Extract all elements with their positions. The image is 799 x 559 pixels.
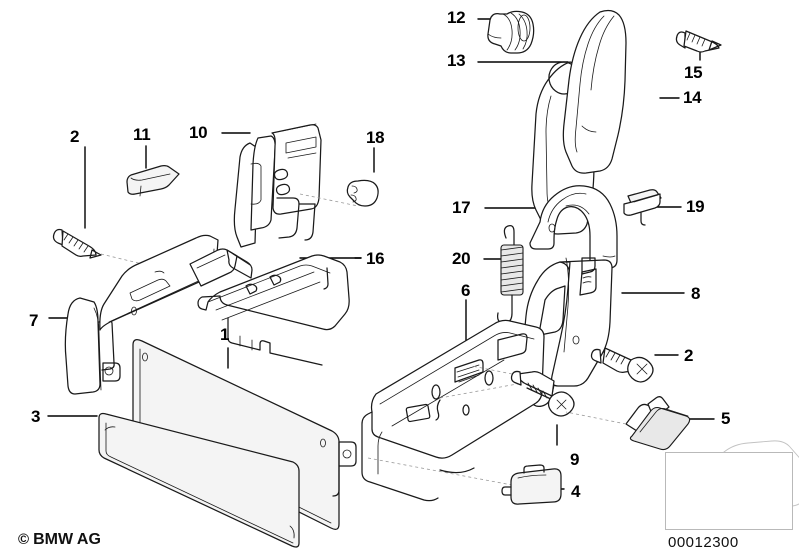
part-12-grommet <box>487 10 535 54</box>
callout-5[interactable]: 5 <box>721 409 731 428</box>
callout-18[interactable]: 18 <box>366 128 385 147</box>
callout-2a[interactable]: 2 <box>70 127 80 146</box>
part-17-hinge-cover <box>529 185 618 269</box>
callout-6[interactable]: 6 <box>461 281 471 300</box>
callout-2b[interactable]: 2 <box>684 346 694 365</box>
callout-1[interactable]: 1 <box>220 325 230 344</box>
callout-7[interactable]: 7 <box>29 311 39 330</box>
copyright-text: BMW AG <box>33 531 101 548</box>
callout-17[interactable]: 17 <box>452 198 471 217</box>
part-15-screw <box>675 30 722 53</box>
part-5-bracket <box>565 396 691 451</box>
copyright-notice: ©BMW AG <box>18 531 101 549</box>
diagram-id-label: 00012300 <box>668 534 739 551</box>
callout-20[interactable]: 20 <box>452 249 471 268</box>
part-16-inner-trim <box>197 254 350 366</box>
callout-19[interactable]: 19 <box>686 197 705 216</box>
vehicle-inset-frame <box>665 452 793 530</box>
part-9-screw <box>471 365 575 417</box>
part-4-cover-cap <box>501 464 562 505</box>
part-3-lower-panel <box>98 412 300 548</box>
part-7-front-cover <box>64 297 121 395</box>
copyright-symbol: © <box>18 531 30 548</box>
callout-3[interactable]: 3 <box>31 407 41 426</box>
callout-8[interactable]: 8 <box>691 284 701 303</box>
callout-16[interactable]: 16 <box>366 249 385 268</box>
part-18-knob <box>346 179 379 207</box>
callout-9[interactable]: 9 <box>570 450 580 469</box>
part-11-clip <box>126 165 180 197</box>
callout-15[interactable]: 15 <box>684 63 703 82</box>
part-19-clip <box>623 189 662 226</box>
callout-11[interactable]: 11 <box>133 125 151 144</box>
part-20-tension-spring <box>497 225 524 324</box>
part-14-side-trim <box>562 9 627 174</box>
callout-4[interactable]: 4 <box>571 482 581 501</box>
callout-14[interactable]: 14 <box>683 88 702 107</box>
callout-12[interactable]: 12 <box>447 8 466 27</box>
part-2-right-screw <box>590 347 654 383</box>
callout-13[interactable]: 13 <box>447 51 466 70</box>
part-10-side-trim-upper <box>233 123 359 248</box>
callout-10[interactable]: 10 <box>189 123 208 142</box>
